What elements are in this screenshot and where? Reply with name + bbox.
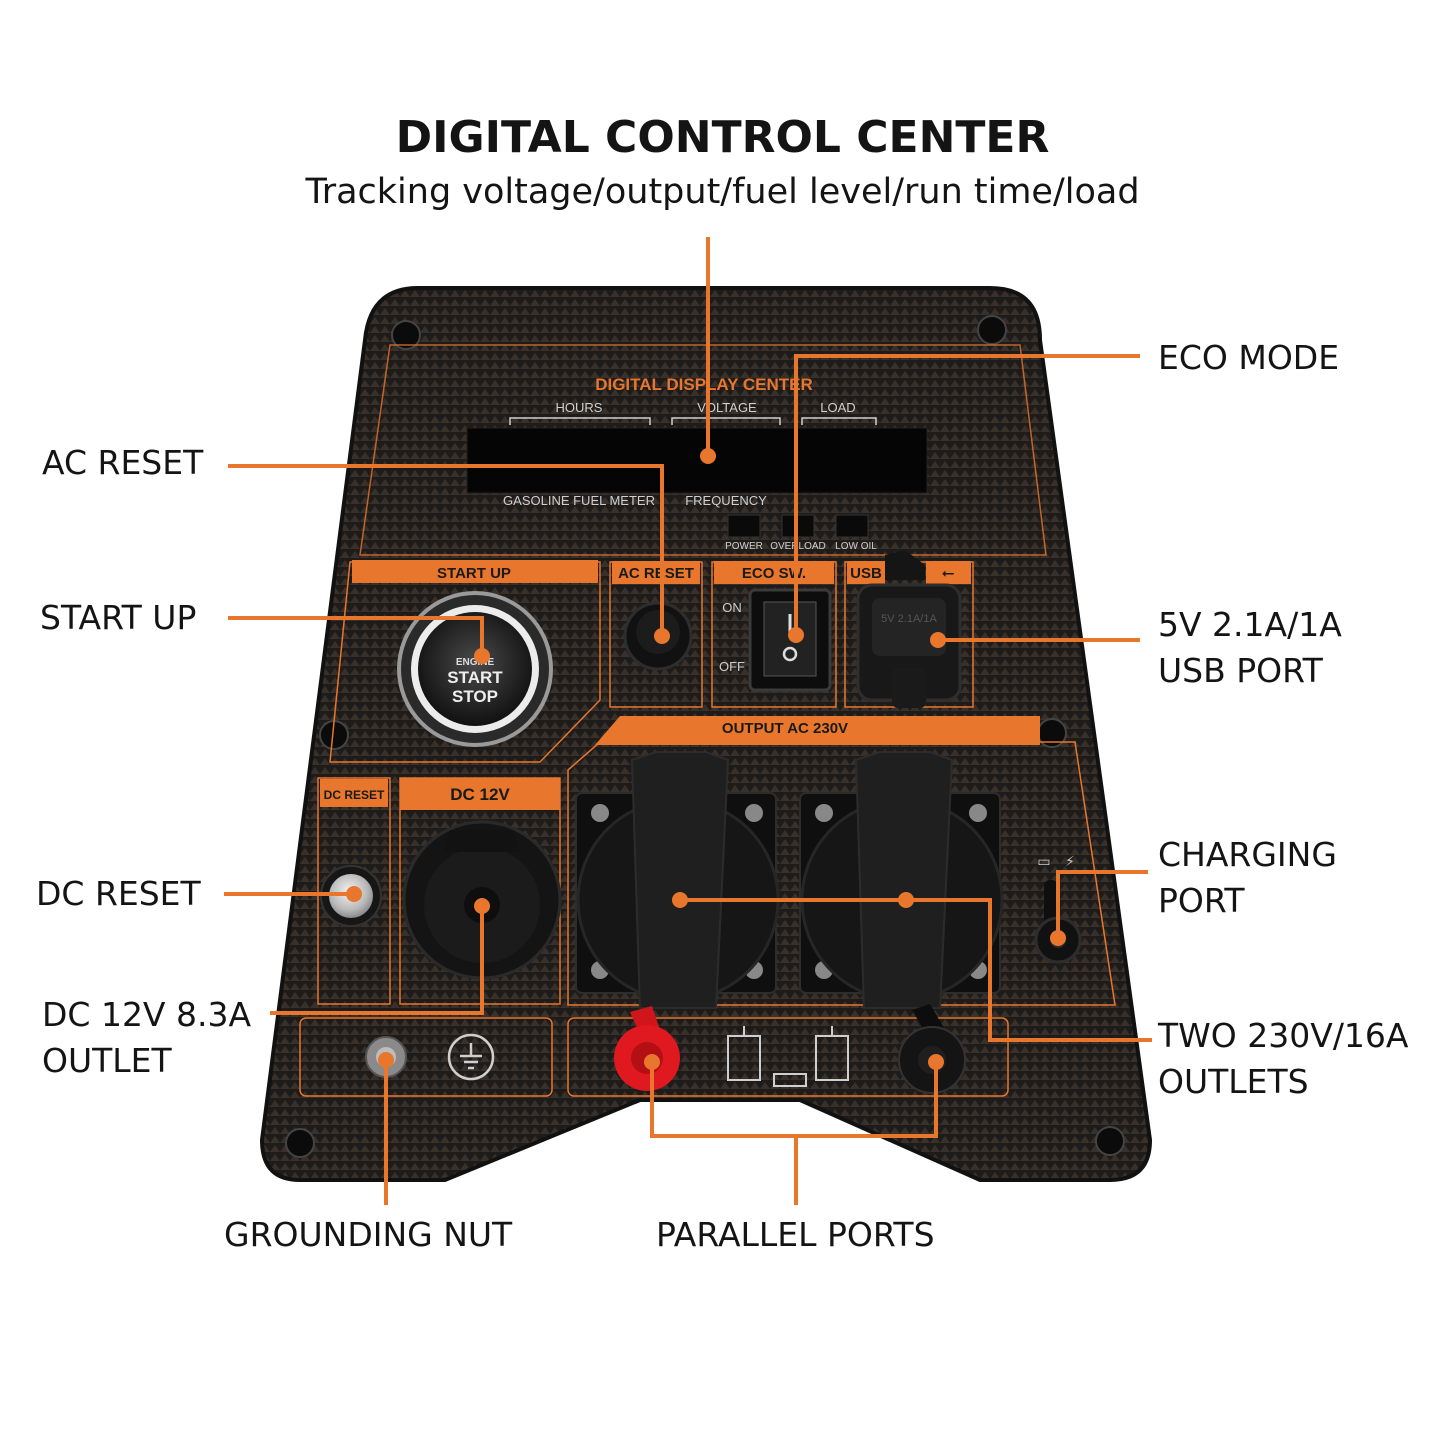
display-title: DIGITAL DISPLAY CENTER <box>595 375 813 394</box>
callout-dc-outlet-line1: DC 12V 8.3A <box>42 995 252 1034</box>
callout-dc-reset: DC RESET <box>36 874 201 913</box>
callout-ac-reset: AC RESET <box>42 443 204 482</box>
label-fuel: GASOLINE FUEL METER <box>503 493 655 508</box>
section-dc-reset: DC RESET <box>324 788 385 802</box>
ac-outlet-2[interactable] <box>799 751 1004 1009</box>
callout-outlets-line2: OUTLETS <box>1158 1062 1309 1101</box>
indicator-power <box>727 514 761 538</box>
label-voltage: VOLTAGE <box>697 400 757 415</box>
section-eco-sw: ECO SW. <box>742 565 806 582</box>
ground-symbol-icon <box>447 1033 495 1081</box>
callout-outlets-line1: TWO 230V/16A <box>1158 1016 1409 1055</box>
label-power: POWER <box>725 541 763 552</box>
lcd-display <box>466 427 928 494</box>
usb-cap-text: 5V 2.1A/1A <box>881 613 937 625</box>
leader-dots <box>346 448 1066 1070</box>
callout-usb-line1: 5V 2.1A/1A <box>1158 605 1342 644</box>
usb-port[interactable] <box>856 550 962 708</box>
section-dc-12v: DC 12V <box>450 785 510 804</box>
leader-lines <box>224 237 1152 1205</box>
section-output: OUTPUT AC 230V <box>722 720 848 737</box>
start-button-start: START <box>447 668 503 687</box>
start-button-engine: ENGINE <box>456 657 495 668</box>
start-stop-button[interactable] <box>397 591 553 747</box>
callout-charging-line1: CHARGING <box>1158 835 1337 874</box>
ac-outlet-1[interactable] <box>575 751 780 1009</box>
usb-symbol-icon: ⭠ <box>942 563 955 582</box>
callout-dc-outlet-line2: OUTLET <box>42 1041 172 1080</box>
page-title: DIGITAL CONTROL CENTER <box>395 112 1050 163</box>
section-ac-reset: AC RESET <box>618 565 694 582</box>
label-low-oil: LOW OIL <box>835 541 877 552</box>
parallel-connection-icon <box>727 1026 849 1087</box>
label-frequency: FREQUENCY <box>685 493 767 508</box>
start-button-stop: STOP <box>452 687 498 706</box>
section-usb: USB <box>850 565 882 582</box>
page-subtitle: Tracking voltage/output/fuel level/run t… <box>305 172 1140 212</box>
callout-grounding-nut: GROUNDING NUT <box>224 1215 513 1254</box>
label-load: LOAD <box>820 400 855 415</box>
callout-start-up: START UP <box>40 598 197 637</box>
switch-on-label: ON <box>722 600 742 615</box>
lightning-icon: ⚡ <box>1065 854 1075 870</box>
callout-usb-line2: USB PORT <box>1158 651 1323 690</box>
indicator-low-oil <box>835 514 869 538</box>
callout-eco-mode: ECO MODE <box>1158 338 1340 377</box>
switch-off-label: OFF <box>719 659 745 674</box>
battery-icon: ▭ <box>1037 854 1050 870</box>
label-hours: HOURS <box>556 400 603 415</box>
section-start-up: START UP <box>437 565 511 582</box>
panel-screws <box>285 315 1125 1158</box>
callout-parallel-ports: PARALLEL PORTS <box>656 1215 935 1254</box>
callout-charging-line2: PORT <box>1158 881 1245 920</box>
